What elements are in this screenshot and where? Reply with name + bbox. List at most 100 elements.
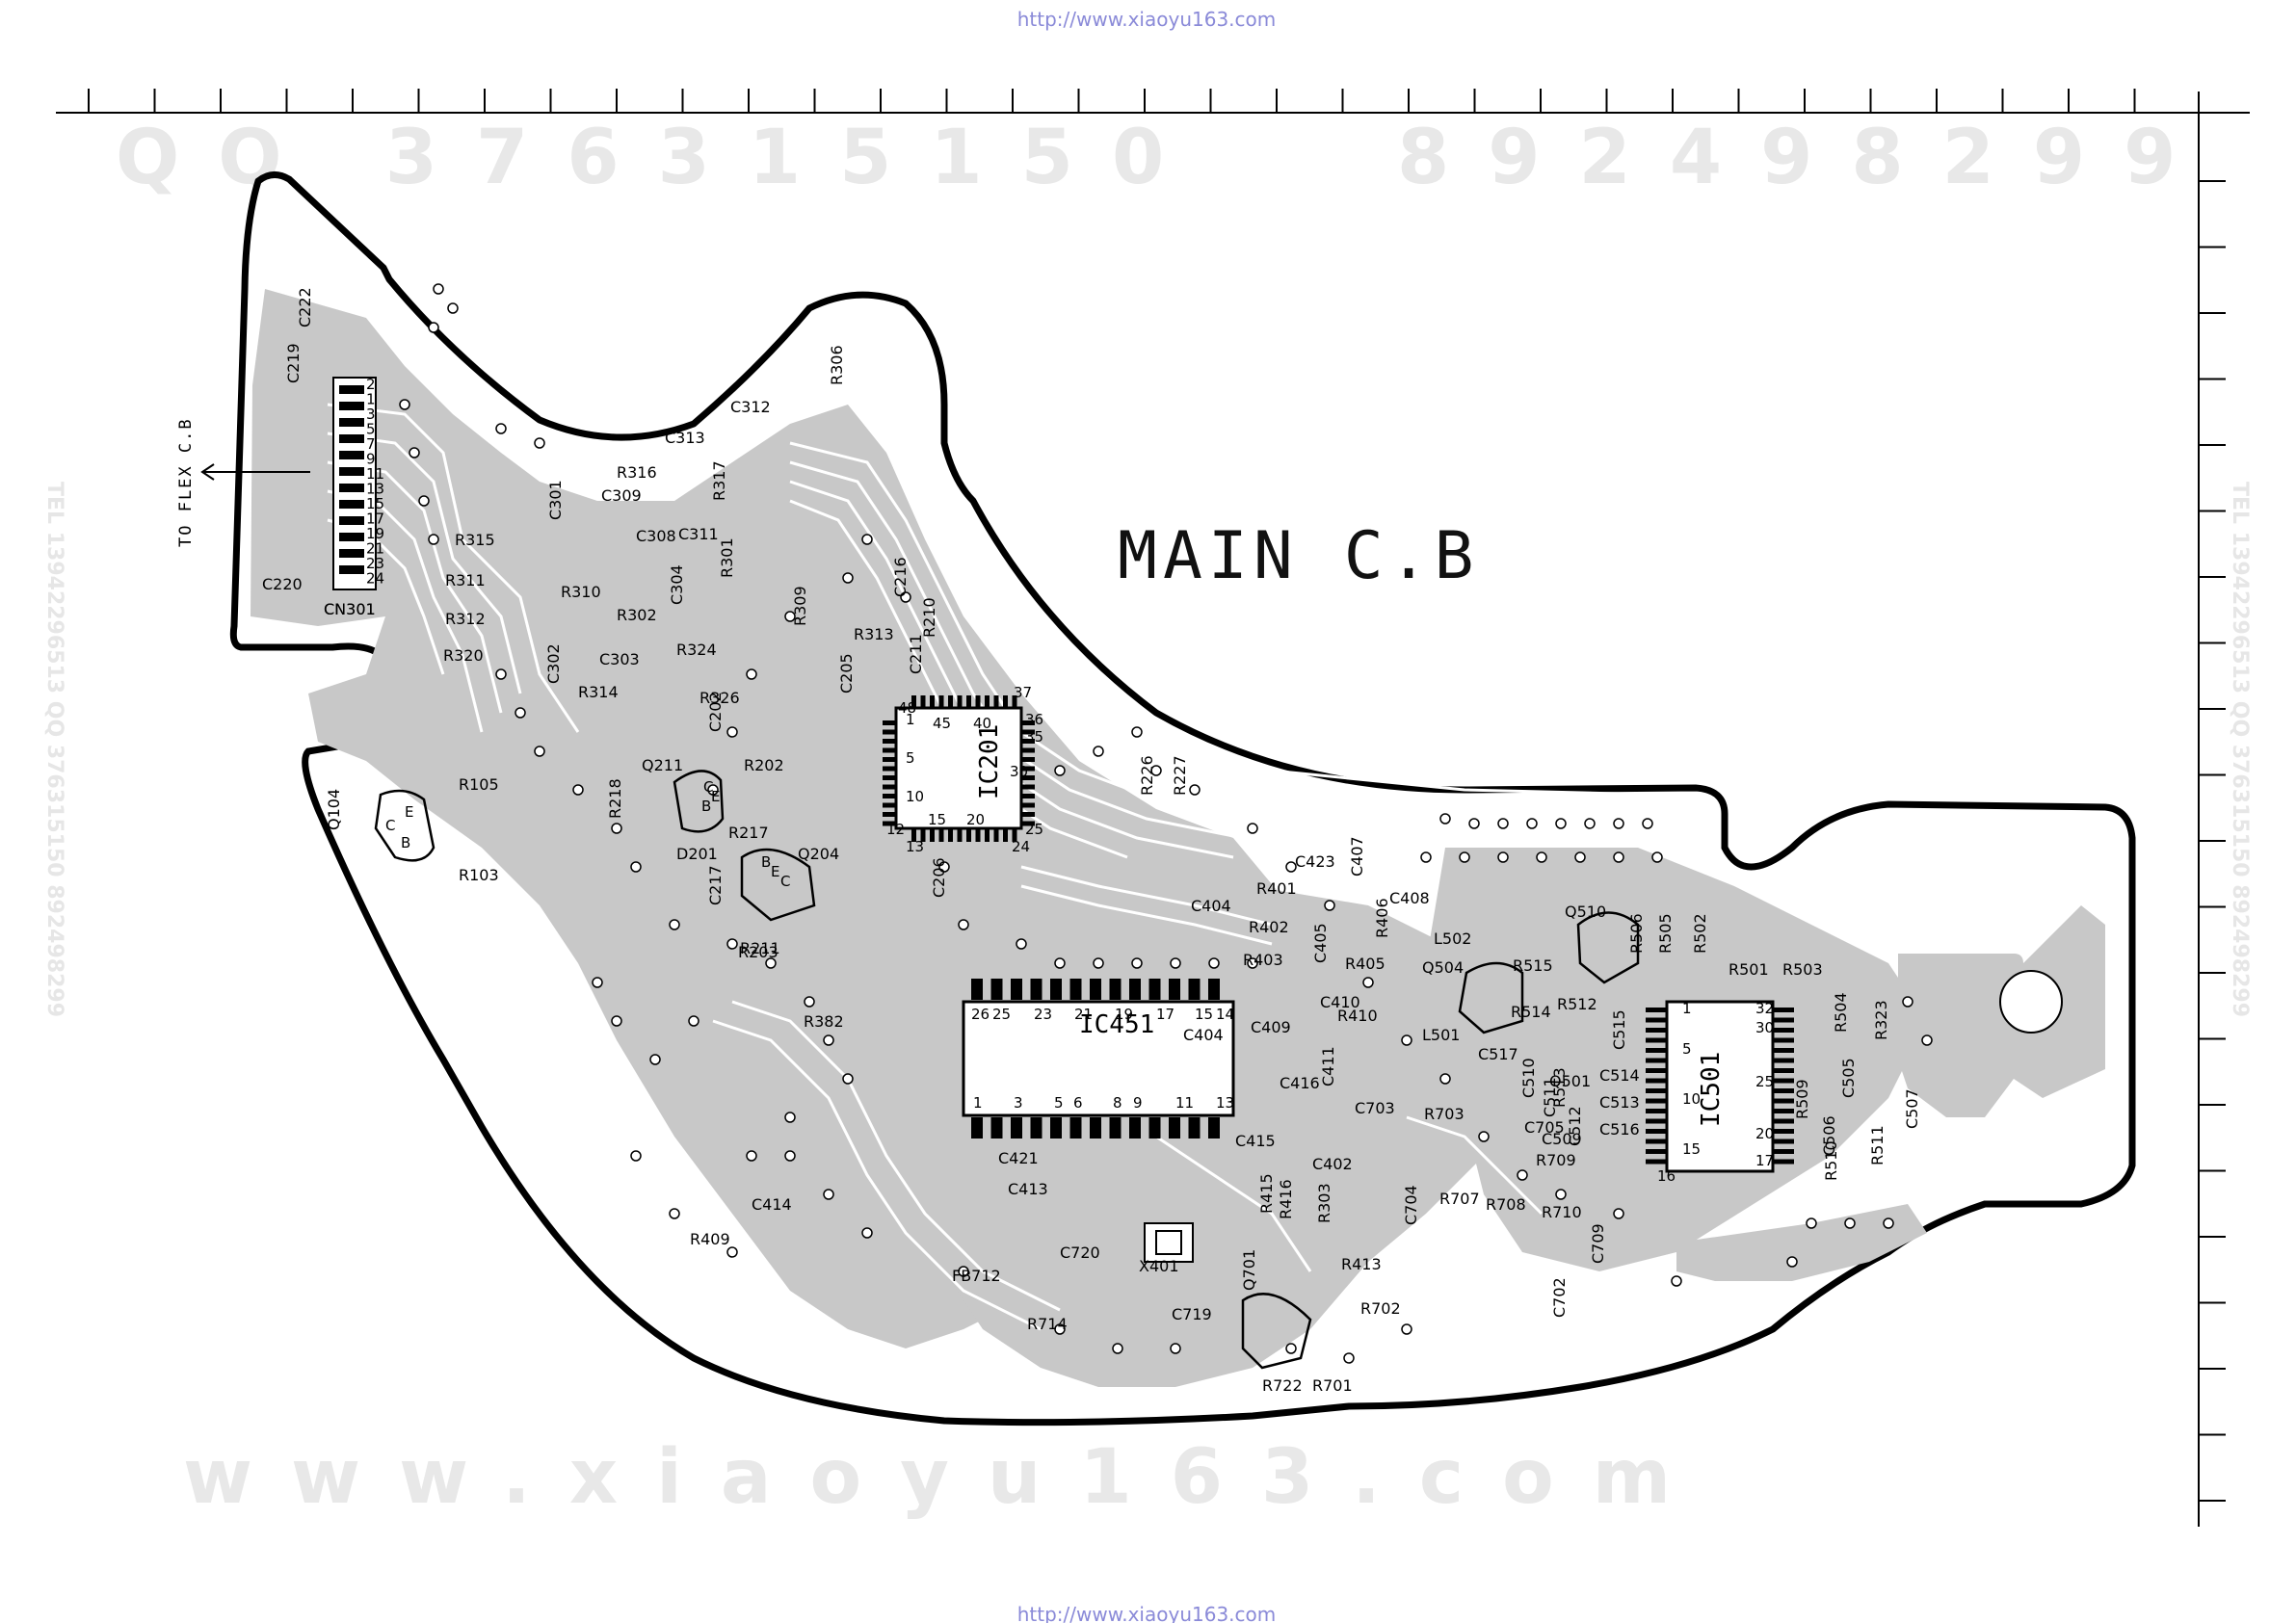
ic501-pad: [1646, 1008, 1667, 1012]
component-label: R514: [1511, 1003, 1551, 1021]
component-label: R313: [854, 625, 894, 643]
ic451-pin-number: 1: [973, 1094, 983, 1112]
via: [495, 668, 507, 680]
via: [1786, 1256, 1798, 1268]
cn301-pad: [339, 402, 364, 410]
component-label: Q501: [1549, 1072, 1591, 1090]
component-label: C402: [1312, 1155, 1353, 1173]
ic451-pad: [1129, 1117, 1141, 1139]
ic501-pin-number: 1: [1682, 1000, 1692, 1017]
component-label: R105: [459, 775, 499, 794]
ic501-pad: [1773, 1058, 1794, 1063]
cn301-label: CN301: [324, 600, 376, 618]
transistor-pin-letter: B: [761, 853, 771, 871]
cn301-pin-number: 19: [366, 525, 384, 542]
via: [1806, 1217, 1817, 1229]
component-label: C313: [665, 429, 705, 447]
via: [707, 784, 719, 796]
component-label: R506: [1627, 913, 1646, 954]
ic451-pad: [1030, 1117, 1042, 1139]
ic501-pad: [1773, 1159, 1794, 1165]
ic451-pin-number: 21: [1074, 1006, 1093, 1023]
via: [611, 1015, 622, 1027]
component-label: R701: [1312, 1376, 1353, 1395]
component-label: R515: [1513, 956, 1553, 975]
watermark-code-right: 892498299: [1397, 115, 2214, 201]
component-label: C411: [1319, 1046, 1337, 1086]
ic201-pad: [930, 828, 935, 842]
ic451-pad: [1069, 1117, 1082, 1139]
ic501-pad: [1646, 1017, 1667, 1023]
component-label: R502: [1691, 913, 1709, 954]
via: [1902, 996, 1913, 1008]
component-label: R511: [1868, 1125, 1887, 1165]
transistor-pin-letter: E: [771, 863, 779, 880]
via: [611, 823, 622, 834]
via: [572, 784, 584, 796]
ic201-pad: [1021, 747, 1035, 753]
via: [804, 996, 815, 1008]
component-label: C404: [1191, 897, 1231, 915]
ic201-pad: [938, 828, 944, 842]
component-label: X401: [1139, 1257, 1179, 1275]
via: [495, 423, 507, 434]
ic501-pad: [1773, 1048, 1794, 1053]
ic201-pad: [938, 695, 944, 709]
ic501-pad: [1773, 1017, 1794, 1023]
ic501-pad: [1773, 1098, 1794, 1104]
component-label: C309: [601, 486, 642, 505]
via: [534, 746, 545, 757]
component-label: R505: [1656, 913, 1675, 954]
via: [1093, 746, 1104, 757]
cn301-pad: [339, 418, 364, 427]
component-label: R311: [445, 571, 486, 589]
ic451-pin-number: 9: [1133, 1094, 1143, 1112]
component-label: C409: [1251, 1018, 1291, 1036]
ic451-pin-number: 6: [1073, 1094, 1083, 1112]
component-label: R203: [738, 943, 779, 961]
component-label: R714: [1027, 1315, 1068, 1333]
component-label: C301: [546, 480, 565, 520]
via: [900, 591, 911, 603]
component-label: C405: [1311, 923, 1330, 963]
component-label: C705: [1524, 1118, 1565, 1137]
component-label: C407: [1348, 836, 1366, 877]
component-label: R202: [744, 756, 784, 774]
via: [1468, 818, 1480, 829]
ic201-pin-number: 30: [1010, 763, 1028, 780]
ic201-pad: [911, 695, 916, 709]
via: [746, 1150, 757, 1162]
ic201-pad: [911, 828, 916, 842]
via: [726, 726, 738, 738]
component-label: R402: [1249, 918, 1289, 936]
ic501-pad: [1646, 1109, 1667, 1113]
via: [418, 495, 430, 507]
ic201-pin-number: 12: [886, 821, 905, 838]
ic451-pad: [1169, 1117, 1180, 1139]
ic451-pin-number: 11: [1175, 1094, 1194, 1112]
ic201-pad: [948, 828, 953, 842]
footer-url[interactable]: http://www.xiaoyu163.com: [1017, 1603, 1277, 1623]
component-label: C216: [891, 557, 910, 597]
component-label: FB712: [952, 1267, 1001, 1285]
component-label: R103: [459, 866, 499, 884]
ic201-pin-number: 45: [933, 715, 951, 732]
ic501-pin-number: 17: [1755, 1152, 1774, 1169]
component-label: C709: [1589, 1223, 1607, 1264]
component-label: C202: [706, 692, 725, 732]
ic451-pad: [1030, 979, 1042, 1000]
top-ruler: [56, 89, 2250, 114]
header-url[interactable]: http://www.xiaoyu163.com: [1017, 8, 1277, 31]
via: [1401, 1034, 1412, 1046]
via: [726, 1246, 738, 1258]
cn301-pin-number: 13: [366, 481, 384, 498]
connector-note: TO FLEX C.B: [176, 417, 196, 547]
via: [726, 938, 738, 950]
ic201-pad: [1021, 784, 1035, 790]
via: [1093, 957, 1104, 969]
via: [1921, 1034, 1933, 1046]
connector-arrow-icon: [200, 463, 310, 481]
component-label: C421: [998, 1149, 1039, 1167]
component-label: R405: [1345, 955, 1386, 973]
ic201-pad: [883, 775, 896, 780]
